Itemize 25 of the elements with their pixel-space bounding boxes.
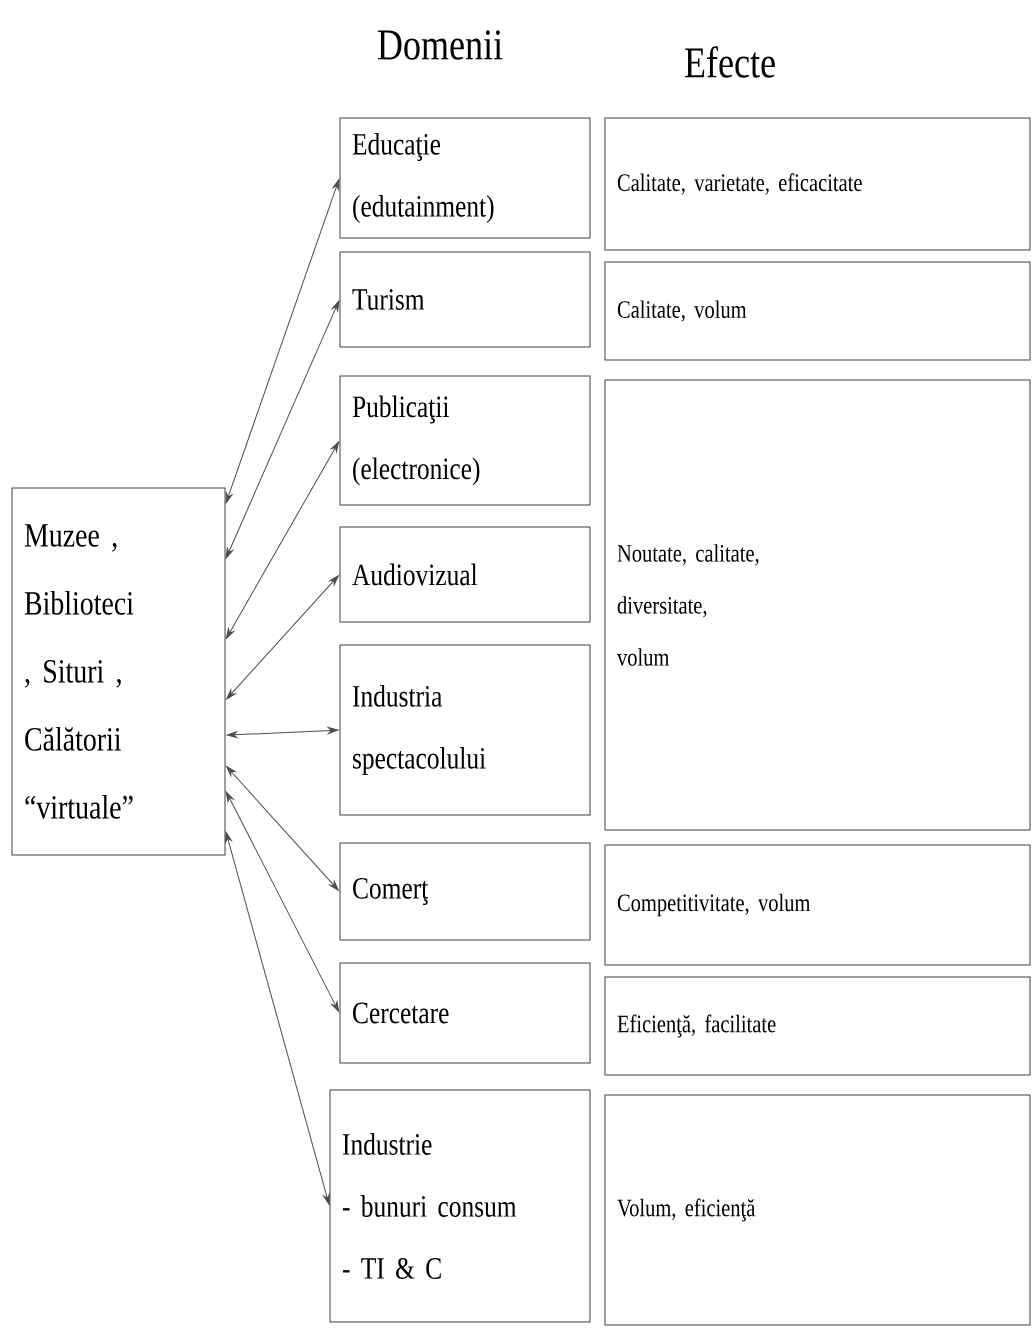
double-arrow: [226, 766, 339, 891]
effect-box: Calitate, volum: [604, 261, 1031, 361]
effect-box: Calitate, varietate, eficacitate: [604, 117, 1031, 251]
domain-box: Publicaţii (electronice): [339, 375, 591, 506]
double-arrow: [225, 179, 340, 504]
effect-box: Volum, eficienţă: [604, 1094, 1031, 1326]
domain-box: Cercetare: [339, 962, 591, 1064]
column-heading: Domenii: [377, 30, 503, 60]
domain-box: Turism: [339, 251, 591, 348]
double-arrow: [226, 727, 339, 739]
domain-box: Comerţ: [339, 842, 591, 941]
effect-box: Noutate, calitate, diversitate, volum: [604, 379, 1031, 831]
double-arrow: [226, 575, 339, 700]
effect-box: Eficienţă, facilitate: [604, 976, 1031, 1076]
domain-box: Industria spectacolului: [339, 644, 591, 816]
domain-box: Educaţie (edutainment): [339, 117, 591, 239]
domain-box: Audiovizual: [339, 526, 591, 623]
source-box: Muzee , Biblioteci , Situri , Călătorii “virtuale”: [11, 487, 226, 856]
effect-box: Competitivitate, volum: [604, 844, 1031, 966]
double-arrow: [225, 791, 340, 1012]
column-heading: Efecte: [685, 46, 775, 78]
double-arrow: [225, 831, 330, 1205]
domain-box: Industrie - bunuri consum - TI & C: [329, 1089, 591, 1323]
double-arrow: [225, 441, 340, 639]
double-arrow: [225, 300, 340, 559]
